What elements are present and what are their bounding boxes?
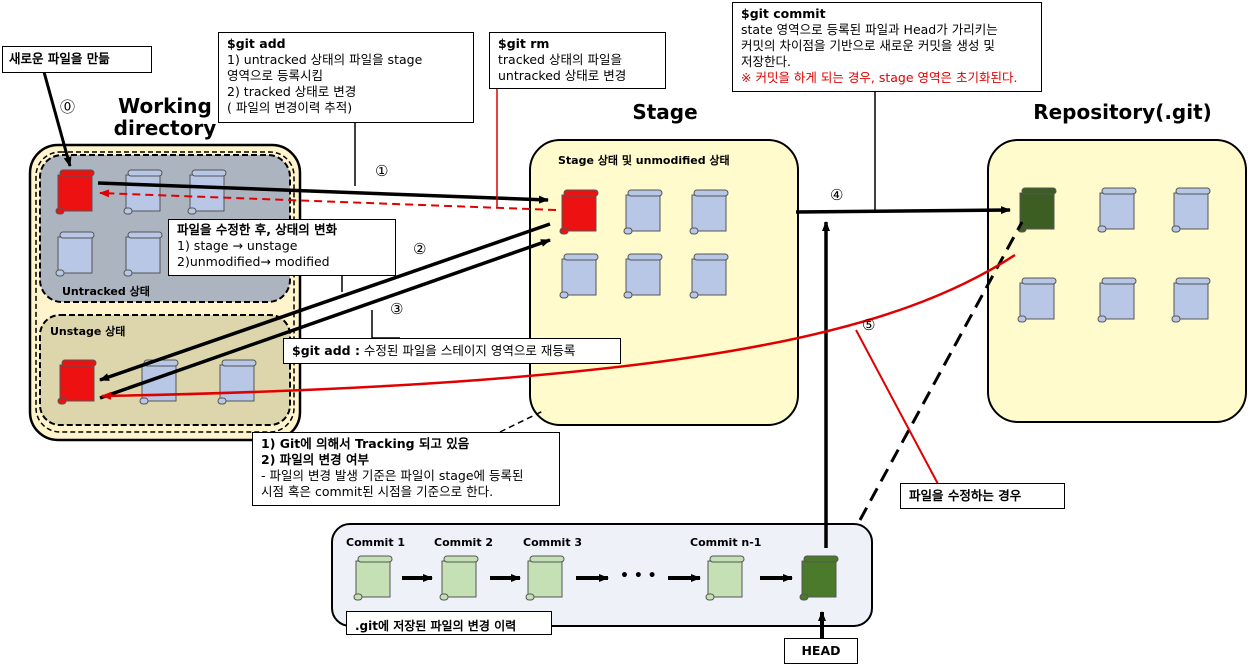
git-commit-note: ※ 커밋을 하게 되는 경우, stage 영역은 초기화된다. <box>741 70 1018 85</box>
readd-box: $git add : 수정된 파일을 스테이지 영역으로 재등록 <box>283 338 621 364</box>
commit-3-file <box>525 555 565 601</box>
dashed-history-to-repo <box>858 221 1024 521</box>
git-rm-line1: tracked 상태의 파일을 <box>498 52 622 67</box>
unstage-label: Unstage 상태 <box>50 325 126 338</box>
arrow-step4-commit <box>795 206 1011 215</box>
arrow-step1-add <box>97 181 549 204</box>
arrow-step3-readd <box>99 238 551 400</box>
commit-n-1-label: Commit n-1 <box>690 536 762 549</box>
working-directory-title: Working directory <box>100 95 230 139</box>
modify-state-line1: 1) stage → unstage <box>177 238 298 253</box>
working-directory-title-line2: directory <box>113 116 217 140</box>
git-commit-line3: 저장한다. <box>741 54 791 69</box>
git-rm-box: $git rm tracked 상태의 파일을 untracked 상태로 변경 <box>489 32 666 89</box>
history-label: .git에 저장된 파일의 변경 이력 <box>355 619 517 633</box>
modify-file-label: 파일을 수정하는 경우 <box>909 488 1022 503</box>
working-directory-inner-border <box>35 151 295 433</box>
file-repo-6 <box>1171 277 1211 323</box>
git-commit-line2: 커밋의 차이점을 기반으로 새로운 커밋을 생성 및 <box>741 38 995 53</box>
file-repo-3 <box>1171 187 1211 233</box>
file-untracked-3 <box>187 169 227 215</box>
file-repo-4 <box>1017 277 1057 323</box>
tracking-line4: 시점 혹은 commit된 시점을 기준으로 한다. <box>261 484 494 499</box>
repository-title: Repository(.git) <box>1033 100 1212 124</box>
tracking-line1: 1) Git에 의해서 Tracking 되고 있음 <box>261 436 470 451</box>
git-add-line4: ( 파일의 변경이력 추적) <box>227 100 353 115</box>
commit-2-label: Commit 2 <box>434 536 494 549</box>
git-add-box: $git add 1) untracked 상태의 파일을 stage 영역으로… <box>218 32 474 123</box>
stage-title: Stage <box>632 100 698 124</box>
modify-state-box: 파일을 수정한 후, 상태의 변화 1) stage → unstage 2)u… <box>168 219 396 276</box>
file-green-repo <box>1017 187 1057 233</box>
file-stage-4 <box>559 253 599 299</box>
file-repo-5 <box>1097 277 1137 323</box>
commit-3-label: Commit 3 <box>523 536 583 549</box>
git-rm-title: $git rm <box>498 36 550 51</box>
tracking-line3: - 파일의 변경 발생 기준은 파일이 stage에 등록된 <box>261 468 524 483</box>
file-unstage-3 <box>217 359 257 405</box>
new-file-box: 새로운 파일을 만듦 <box>2 46 152 73</box>
arrow-step0 <box>42 71 72 167</box>
file-stage-2 <box>623 189 663 235</box>
file-red-stage <box>559 189 599 235</box>
modify-state-line2: 2)unmodified→ modified <box>177 254 330 269</box>
tracking-box: 1) Git에 의해서 Tracking 되고 있음 2) 파일의 변경 여부 … <box>252 432 560 506</box>
readd-text: 수정된 파일을 스테이지 영역으로 재등록 <box>359 343 576 358</box>
connector-tracking-dashed <box>499 409 546 433</box>
step5-label: ⑤ <box>862 316 876 334</box>
commit-n-1-file <box>705 555 745 601</box>
modify-state-title: 파일을 수정한 후, 상태의 변화 <box>177 222 338 237</box>
new-file-label: 새로운 파일을 만듦 <box>9 51 110 66</box>
step4-label: ④ <box>830 186 844 204</box>
stage-state-label: Stage 상태 및 unmodified 상태 <box>558 154 730 167</box>
untracked-label: Untracked 상태 <box>62 285 150 298</box>
git-add-line2: 영역으로 등록시킴 <box>227 68 323 83</box>
git-add-line1: 1) untracked 상태의 파일을 stage <box>227 52 423 67</box>
tracking-line2: 2) 파일의 변경 여부 <box>261 452 369 467</box>
commit-1-file <box>353 555 393 601</box>
file-untracked-5 <box>123 231 163 277</box>
step3-label: ③ <box>390 300 404 318</box>
commit-ellipsis: • • • <box>620 568 657 584</box>
step1-label: ① <box>375 162 389 180</box>
file-red-unstage <box>57 359 97 405</box>
git-commit-box: $git commit state 영역으로 등록된 파일과 Head가 가리키… <box>732 2 1042 92</box>
connector-modify-file <box>855 329 939 485</box>
file-stage-3 <box>689 189 729 235</box>
step2-label: ② <box>413 240 427 258</box>
file-stage-5 <box>623 253 663 299</box>
head-label: HEAD <box>801 643 841 658</box>
commit-1-label: Commit 1 <box>346 536 406 549</box>
history-label-box: .git에 저장된 파일의 변경 이력 <box>346 611 552 635</box>
file-red-untracked <box>55 169 95 215</box>
file-stage-6 <box>689 253 729 299</box>
file-untracked-4 <box>55 231 95 277</box>
git-commit-line1: state 영역으로 등록된 파일과 Head가 가리키는 <box>741 22 998 37</box>
commit-head-file <box>799 555 839 601</box>
commit-2-file <box>439 555 479 601</box>
file-repo-2 <box>1097 187 1137 233</box>
git-rm-line2: untracked 상태로 변경 <box>498 68 627 83</box>
arrow-step5-modify <box>101 253 1016 400</box>
git-add-title: $git add <box>227 36 286 51</box>
arrow-git-rm <box>99 189 557 211</box>
working-directory-title-line1: Working <box>118 94 212 118</box>
modify-file-box: 파일을 수정하는 경우 <box>900 483 1065 509</box>
git-commit-title: $git commit <box>741 6 826 21</box>
arrow-step2-unstage <box>99 222 551 382</box>
readd-cmd: $git add : <box>292 343 360 358</box>
head-box: HEAD <box>784 638 858 664</box>
file-untracked-2 <box>123 169 163 215</box>
git-add-line3: 2) tracked 상태로 변경 <box>227 84 357 99</box>
step0-label: ⓪ <box>60 98 76 116</box>
